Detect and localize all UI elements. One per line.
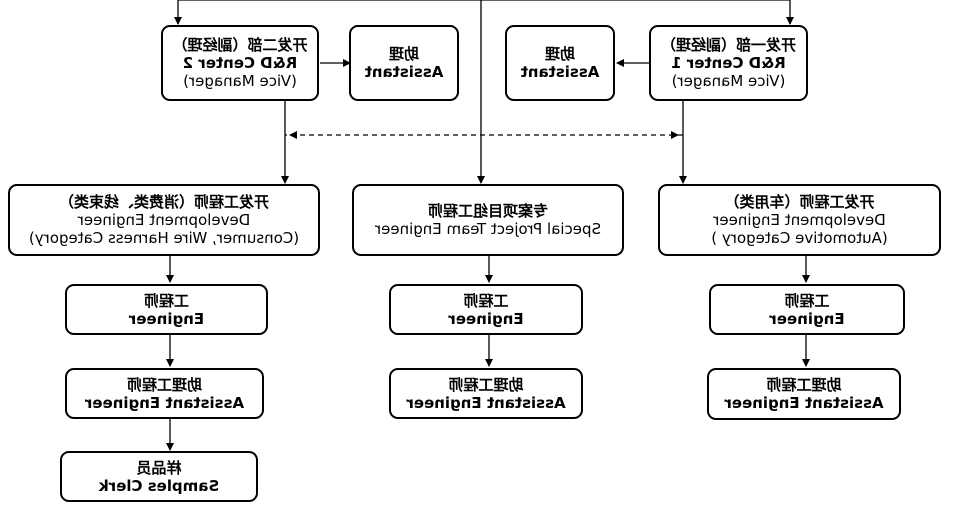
vice-manager-rd1-role: (Vice Manager): [671, 72, 786, 90]
assistant-engineer-left-cn: 助理工程师: [766, 376, 842, 394]
samples-clerk-box: 样品员 Samples Clerk: [60, 451, 258, 502]
samples-clerk-en: Samples Clerk: [98, 476, 220, 495]
engineer-mid-en: Engineer: [448, 309, 524, 328]
engineer-mid-box: 工程师 Engineer: [389, 284, 583, 335]
assistant-engineer-mid-cn: 助理工程师: [448, 375, 524, 394]
samples-clerk-cn: 样品员: [136, 458, 182, 477]
assistant-engineer-right-en: Assistant Engineer: [84, 393, 245, 412]
special-project-en: Special Project Team Engineer: [374, 220, 602, 238]
dev-engineer-consumer-category: (Consumer, Wire Harness Category): [28, 229, 300, 247]
vice-manager-rd1-cn: 开发一部（副经理）: [661, 36, 797, 54]
engineer-mid-cn: 工程师: [463, 291, 509, 310]
engineer-left-en: Engineer: [769, 309, 845, 328]
dev-engineer-consumer-en: Development Engineer: [77, 211, 251, 229]
vice-manager-rd2-role: (Vice Manager): [183, 72, 297, 90]
assistant-rd1-en: Assistant: [520, 63, 600, 81]
vice-manager-rd2-box: 开发二部（副经理） R&D Center 2 (Vice Manager): [161, 25, 319, 101]
vice-manager-rd2-cn: 开发二部（副经理）: [172, 36, 308, 54]
engineer-left-box: 工程师 Engineer: [709, 284, 905, 335]
vice-manager-rd1-box: 开发一部（副经理） R&D Center 1 (Vice Manager): [649, 25, 808, 101]
assistant-engineer-mid-en: Assistant Engineer: [406, 393, 566, 412]
engineer-right-box: 工程师 Engineer: [65, 284, 268, 335]
assistant-engineer-mid-box: 助理工程师 Assistant Engineer: [389, 368, 583, 419]
assistant-engineer-left-box: 助理工程师 Assistant Engineer: [707, 368, 901, 420]
dev-engineer-automotive-box: 开发工程师（车用类） Development Engineer (Automot…: [658, 184, 941, 256]
special-project-cn: 专案项目组工程师: [428, 202, 549, 220]
assistant-engineer-left-en: Assistant Engineer: [724, 394, 884, 412]
dev-engineer-automotive-en: Development Engineer: [713, 211, 886, 229]
engineer-right-en: Engineer: [128, 309, 205, 328]
dev-engineer-consumer-box: 开发工程师（消费类、线束类） Development Engineer (Con…: [8, 184, 320, 256]
vice-manager-rd1-en: R&D Center 1: [671, 54, 786, 72]
dev-engineer-consumer-cn: 开发工程师（消费类、线束类）: [59, 193, 270, 211]
dev-engineer-automotive-category: (Automotive Category ): [711, 229, 888, 247]
dev-engineer-automotive-cn: 开发工程师（车用类）: [724, 193, 875, 211]
assistant-rd1-cn: 助理: [545, 45, 576, 63]
assistant-rd2-en: Assistant: [364, 63, 444, 81]
assistant-rd1-box: 助理 Assistant: [505, 25, 615, 101]
vice-manager-rd2-en: R&D Center 2: [182, 54, 298, 72]
assistant-engineer-right-cn: 助理工程师: [127, 375, 203, 394]
engineer-right-cn: 工程师: [144, 291, 190, 310]
engineer-left-cn: 工程师: [784, 291, 830, 310]
special-project-box: 专案项目组工程师 Special Project Team Engineer: [352, 184, 624, 256]
assistant-rd2-box: 助理 Assistant: [349, 25, 459, 101]
assistant-rd2-cn: 助理: [389, 45, 420, 63]
assistant-engineer-right-box: 助理工程师 Assistant Engineer: [65, 368, 264, 419]
